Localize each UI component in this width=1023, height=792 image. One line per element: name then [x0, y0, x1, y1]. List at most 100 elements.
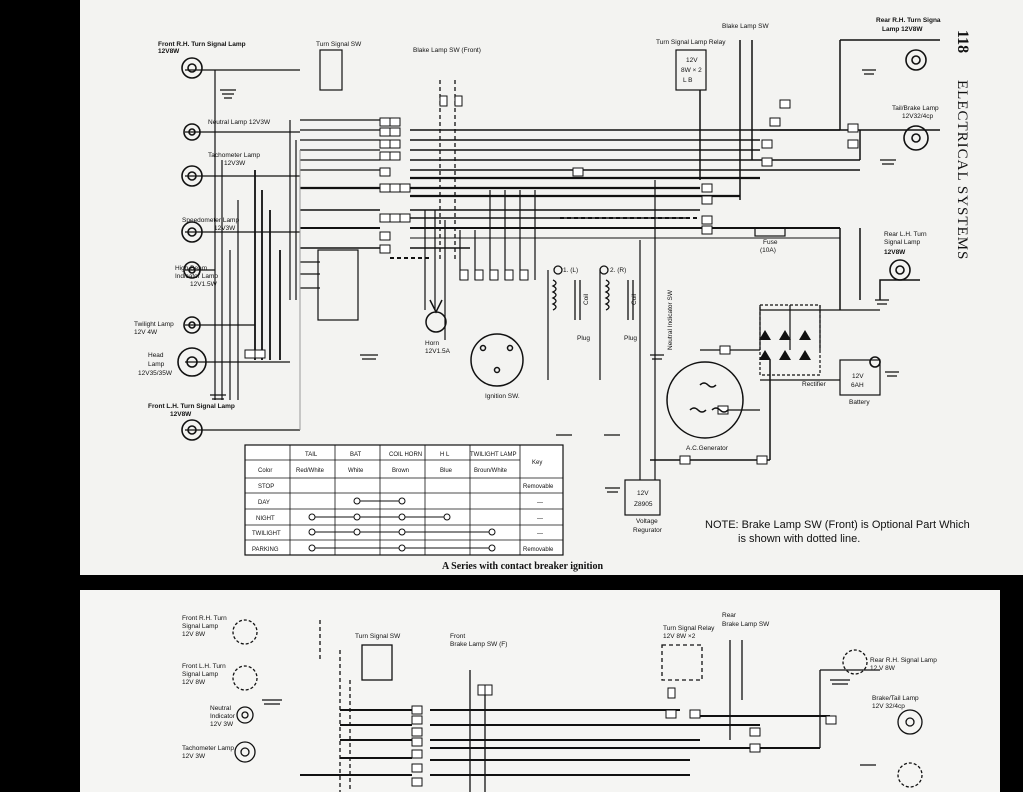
svg-text:Blake Lamp SW: Blake Lamp SW [722, 23, 769, 30]
svg-text:12V 8W: 12V 8W [182, 631, 206, 638]
svg-text:Plug: Plug [577, 335, 590, 342]
svg-text:BAT: BAT [350, 452, 362, 458]
svg-text:Brown: Brown [392, 468, 409, 474]
svg-text:Horn: Horn [425, 340, 439, 347]
svg-text:Front L.H. Turn: Front L.H. Turn [182, 663, 226, 670]
svg-text:Ignition SW.: Ignition SW. [485, 393, 520, 400]
svg-text:Blue: Blue [440, 468, 453, 474]
svg-text:TWILIGHT: TWILIGHT [252, 531, 281, 537]
svg-text:Signal Lamp: Signal Lamp [182, 671, 219, 678]
bottom-component-labels: Front R.H. Turn Signal Lamp 12V 8W Front… [182, 612, 937, 760]
svg-text:Brake Lamp SW (F): Brake Lamp SW (F) [450, 641, 507, 648]
svg-text:A.C.Generator: A.C.Generator [686, 445, 729, 452]
ground-symbols [210, 69, 899, 493]
svg-text:12V3W: 12V3W [214, 225, 236, 232]
svg-text:12V8W: 12V8W [170, 411, 192, 418]
svg-text:2. (R): 2. (R) [610, 267, 626, 274]
svg-text:Indicator Lamp: Indicator Lamp [175, 273, 218, 280]
svg-text:Red/White: Red/White [296, 468, 325, 474]
svg-text:Speedometer Lamp: Speedometer Lamp [182, 217, 239, 224]
svg-text:Broun/White: Broun/White [474, 468, 508, 474]
svg-text:Rear: Rear [722, 612, 737, 619]
svg-text:STOP: STOP [258, 484, 274, 490]
svg-text:12V1.5W: 12V1.5W [190, 281, 218, 288]
svg-text:Turn Signal Relay: Turn Signal Relay [663, 625, 715, 632]
page-number: 118 [954, 30, 971, 53]
bottom-wiring [232, 619, 923, 792]
svg-text:Z8905: Z8905 [634, 501, 653, 508]
svg-text:PARKING: PARKING [252, 547, 279, 553]
svg-text:Neutral Lamp 12V3W: Neutral Lamp 12V3W [208, 119, 271, 126]
svg-text:Plug: Plug [624, 335, 637, 342]
svg-text:12V35/35W: 12V35/35W [138, 370, 173, 377]
svg-text:—: — [537, 500, 543, 506]
svg-text:6AH: 6AH [851, 382, 864, 389]
svg-text:Front R.H. Turn Signal Lamp: Front R.H. Turn Signal Lamp [158, 41, 246, 48]
svg-text:(10A): (10A) [760, 247, 776, 254]
svg-text:NIGHT: NIGHT [256, 516, 275, 522]
svg-text:Tachometer Lamp: Tachometer Lamp [208, 152, 260, 159]
svg-text:Key: Key [532, 460, 542, 466]
svg-text:Tail/Brake Lamp: Tail/Brake Lamp [892, 105, 939, 112]
svg-text:Turn Signal Lamp Relay: Turn Signal Lamp Relay [656, 39, 726, 46]
svg-text:Rear L.H. Turn: Rear L.H. Turn [884, 231, 927, 238]
svg-text:Twilight Lamp: Twilight Lamp [134, 321, 174, 328]
rectifier-diodes [759, 330, 811, 360]
svg-text:Lamp: Lamp [148, 361, 165, 368]
svg-text:12V3W: 12V3W [224, 160, 246, 167]
table-text: TAIL BAT COIL HORN H L TWILIGHT LAMP Key… [252, 452, 554, 553]
svg-text:12V 4W: 12V 4W [134, 329, 158, 336]
svg-text:Neutral: Neutral [210, 705, 232, 712]
svg-text:Blake Lamp SW (Front): Blake Lamp SW (Front) [413, 47, 481, 54]
svg-text:Lamp 12V8W: Lamp 12V8W [882, 26, 923, 33]
ignition-switch-symbol [470, 333, 524, 387]
figure-caption: A Series with contact breaker ignition [442, 561, 603, 572]
svg-text:Signal Lamp: Signal Lamp [884, 239, 921, 246]
wire-harness [185, 39, 940, 480]
switch-position-table [244, 444, 564, 556]
svg-text:Tachometer Lamp: Tachometer Lamp [182, 745, 234, 752]
svg-text:Turn Signal SW: Turn Signal SW [355, 633, 401, 640]
svg-text:—: — [537, 516, 543, 522]
svg-text:Indicator: Indicator [210, 713, 236, 720]
svg-text:Battery: Battery [849, 399, 870, 406]
svg-text:TAIL: TAIL [305, 452, 318, 458]
svg-text:12V32/4cp: 12V32/4cp [902, 113, 933, 120]
svg-text:1. (L): 1. (L) [563, 267, 578, 274]
svg-text:H L: H L [440, 452, 450, 458]
svg-text:Regurator: Regurator [633, 527, 663, 534]
svg-text:Signal Lamp: Signal Lamp [182, 623, 219, 630]
svg-text:—: — [537, 531, 543, 537]
svg-text:12V: 12V [686, 57, 698, 64]
connector-blocks [244, 95, 859, 465]
svg-text:Brake/Tail Lamp: Brake/Tail Lamp [872, 695, 919, 702]
svg-text:Turn Signal SW: Turn Signal SW [316, 41, 362, 48]
svg-text:Color: Color [258, 468, 272, 474]
svg-text:DAY: DAY [258, 500, 270, 506]
svg-text:12V: 12V [852, 373, 864, 380]
svg-text:12V: 12V [637, 490, 649, 497]
svg-text:COIL HORN: COIL HORN [389, 452, 422, 458]
svg-text:High Beam: High Beam [175, 265, 207, 272]
svg-text:Rectifier: Rectifier [802, 381, 827, 388]
svg-text:12V8W: 12V8W [158, 48, 180, 55]
svg-text:White: White [348, 468, 364, 474]
diagram-page-bottom [80, 590, 1000, 792]
svg-text:12V 3W: 12V 3W [182, 753, 206, 760]
svg-text:12V 8W ×2: 12V 8W ×2 [663, 633, 696, 640]
section-title: ELECTRICAL SYSTEMS [954, 80, 970, 260]
svg-text:L B: L B [683, 77, 693, 84]
svg-text:Removable: Removable [523, 547, 554, 553]
svg-text:Front R.H. Turn: Front R.H. Turn [182, 615, 227, 622]
svg-text:Brake Lamp SW: Brake Lamp SW [722, 621, 770, 628]
svg-text:TWILIGHT LAMP: TWILIGHT LAMP [470, 452, 517, 458]
svg-text:12V8W: 12V8W [884, 249, 906, 256]
svg-text:12V 8W: 12V 8W [182, 679, 206, 686]
svg-text:Front: Front [450, 633, 465, 640]
svg-text:Fuse: Fuse [763, 239, 778, 246]
note-line-2: is shown with dotted line. [738, 533, 860, 545]
svg-text:12 V 8W: 12 V 8W [870, 665, 896, 672]
lamp-symbols [177, 49, 929, 441]
svg-text:12V 32/4cp: 12V 32/4cp [872, 703, 905, 710]
